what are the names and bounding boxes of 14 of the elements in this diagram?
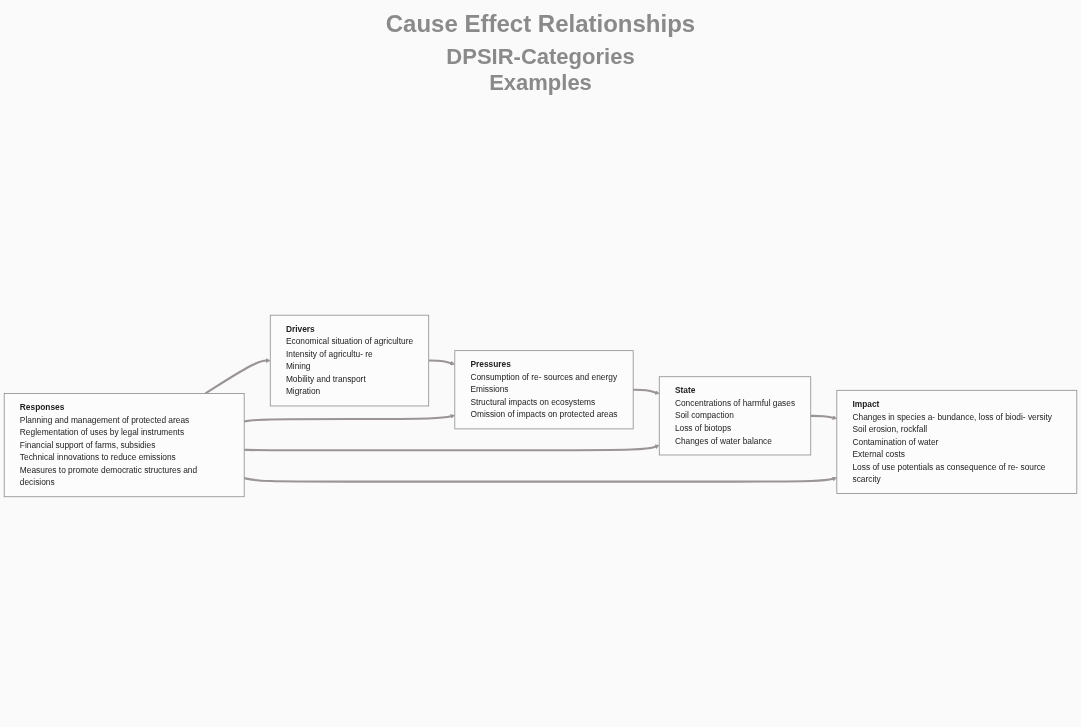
arrow — [243, 476, 838, 483]
arrow — [244, 414, 455, 423]
arrow — [633, 388, 660, 395]
arrow — [810, 414, 838, 420]
node-box: Drivers Economical situation of agriculture Intensity of agricultu- re Mining Mobility and transport Migration — [269, 314, 430, 407]
node-box: Pressures Consumption of re- sources and energy Emissions Structural impacts on ecosystems Omission of impacts on protected areas — [454, 350, 634, 430]
node-box: Responses Planning and management of protected areas Reglementation of uses by legal instruments Financial support of farms, subsidies Technical innovations to reduce emissions Measures to promote democratic structures and decisions — [3, 393, 245, 498]
diagram-title: Cause Effect Relationships — [385, 10, 696, 38]
arrow — [244, 444, 660, 452]
node-box: State Concentrations of harmful gases Soil compaction Loss of biotops Changes of water balance — [658, 376, 812, 456]
subtitle: DPSIR-Categories Examples — [445, 44, 636, 96]
arrow — [204, 358, 271, 395]
node-box: Impact Changes in species a- bundance, loss of biodi- versity Soil erosion, rockfall Contamination of water External costs Loss of use potentials as consequence of re- source scarcity — [836, 389, 1078, 495]
arrow — [428, 359, 455, 366]
